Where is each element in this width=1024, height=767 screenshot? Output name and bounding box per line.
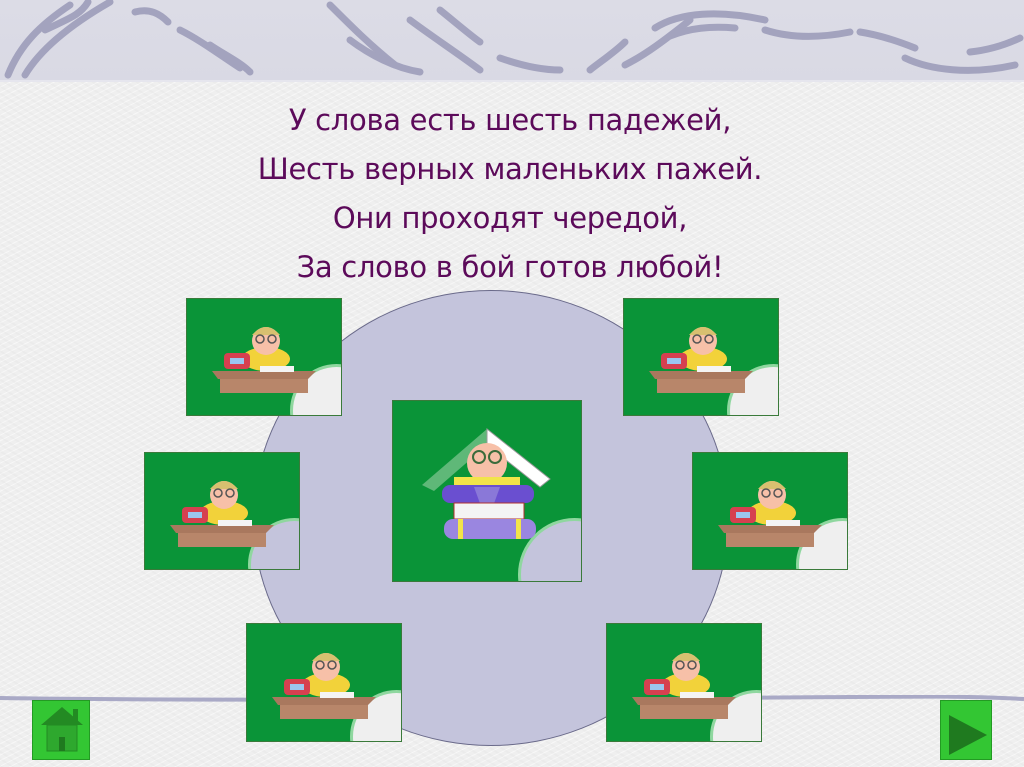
case-card-top-right[interactable] bbox=[623, 298, 779, 416]
page-at-desk-icon bbox=[632, 652, 736, 719]
swirl-decoration-icon bbox=[4, 0, 1024, 79]
case-card-middle-right[interactable] bbox=[692, 452, 848, 570]
page-at-desk-icon bbox=[170, 481, 274, 547]
poem-line: Шесть верных маленьких пажей. bbox=[257, 152, 763, 186]
case-card-top-left[interactable] bbox=[186, 298, 342, 416]
poem-text: У слова есть шесть падежей, Шесть верных… bbox=[180, 96, 840, 292]
center-card[interactable] bbox=[392, 400, 582, 582]
page-at-desk-icon bbox=[649, 327, 753, 393]
play-next-icon bbox=[949, 715, 987, 755]
boy-under-book-icon bbox=[422, 427, 551, 539]
home-icon bbox=[41, 707, 83, 752]
case-card-bottom-right[interactable] bbox=[606, 623, 762, 742]
decorative-header-band bbox=[0, 0, 1024, 82]
home-button[interactable] bbox=[32, 700, 90, 760]
case-card-middle-left[interactable] bbox=[144, 452, 300, 570]
page-at-desk-icon bbox=[212, 327, 316, 393]
poem-line: Они проходят чередой, bbox=[332, 201, 688, 235]
page-at-desk-icon bbox=[718, 481, 822, 547]
case-card-bottom-left[interactable] bbox=[246, 623, 402, 742]
poem-line: У слова есть шесть падежей, bbox=[288, 103, 732, 137]
next-slide-button[interactable] bbox=[940, 700, 992, 760]
poem-line: За слово в бой готов любой! bbox=[296, 250, 724, 284]
page-at-desk-icon bbox=[272, 652, 376, 719]
